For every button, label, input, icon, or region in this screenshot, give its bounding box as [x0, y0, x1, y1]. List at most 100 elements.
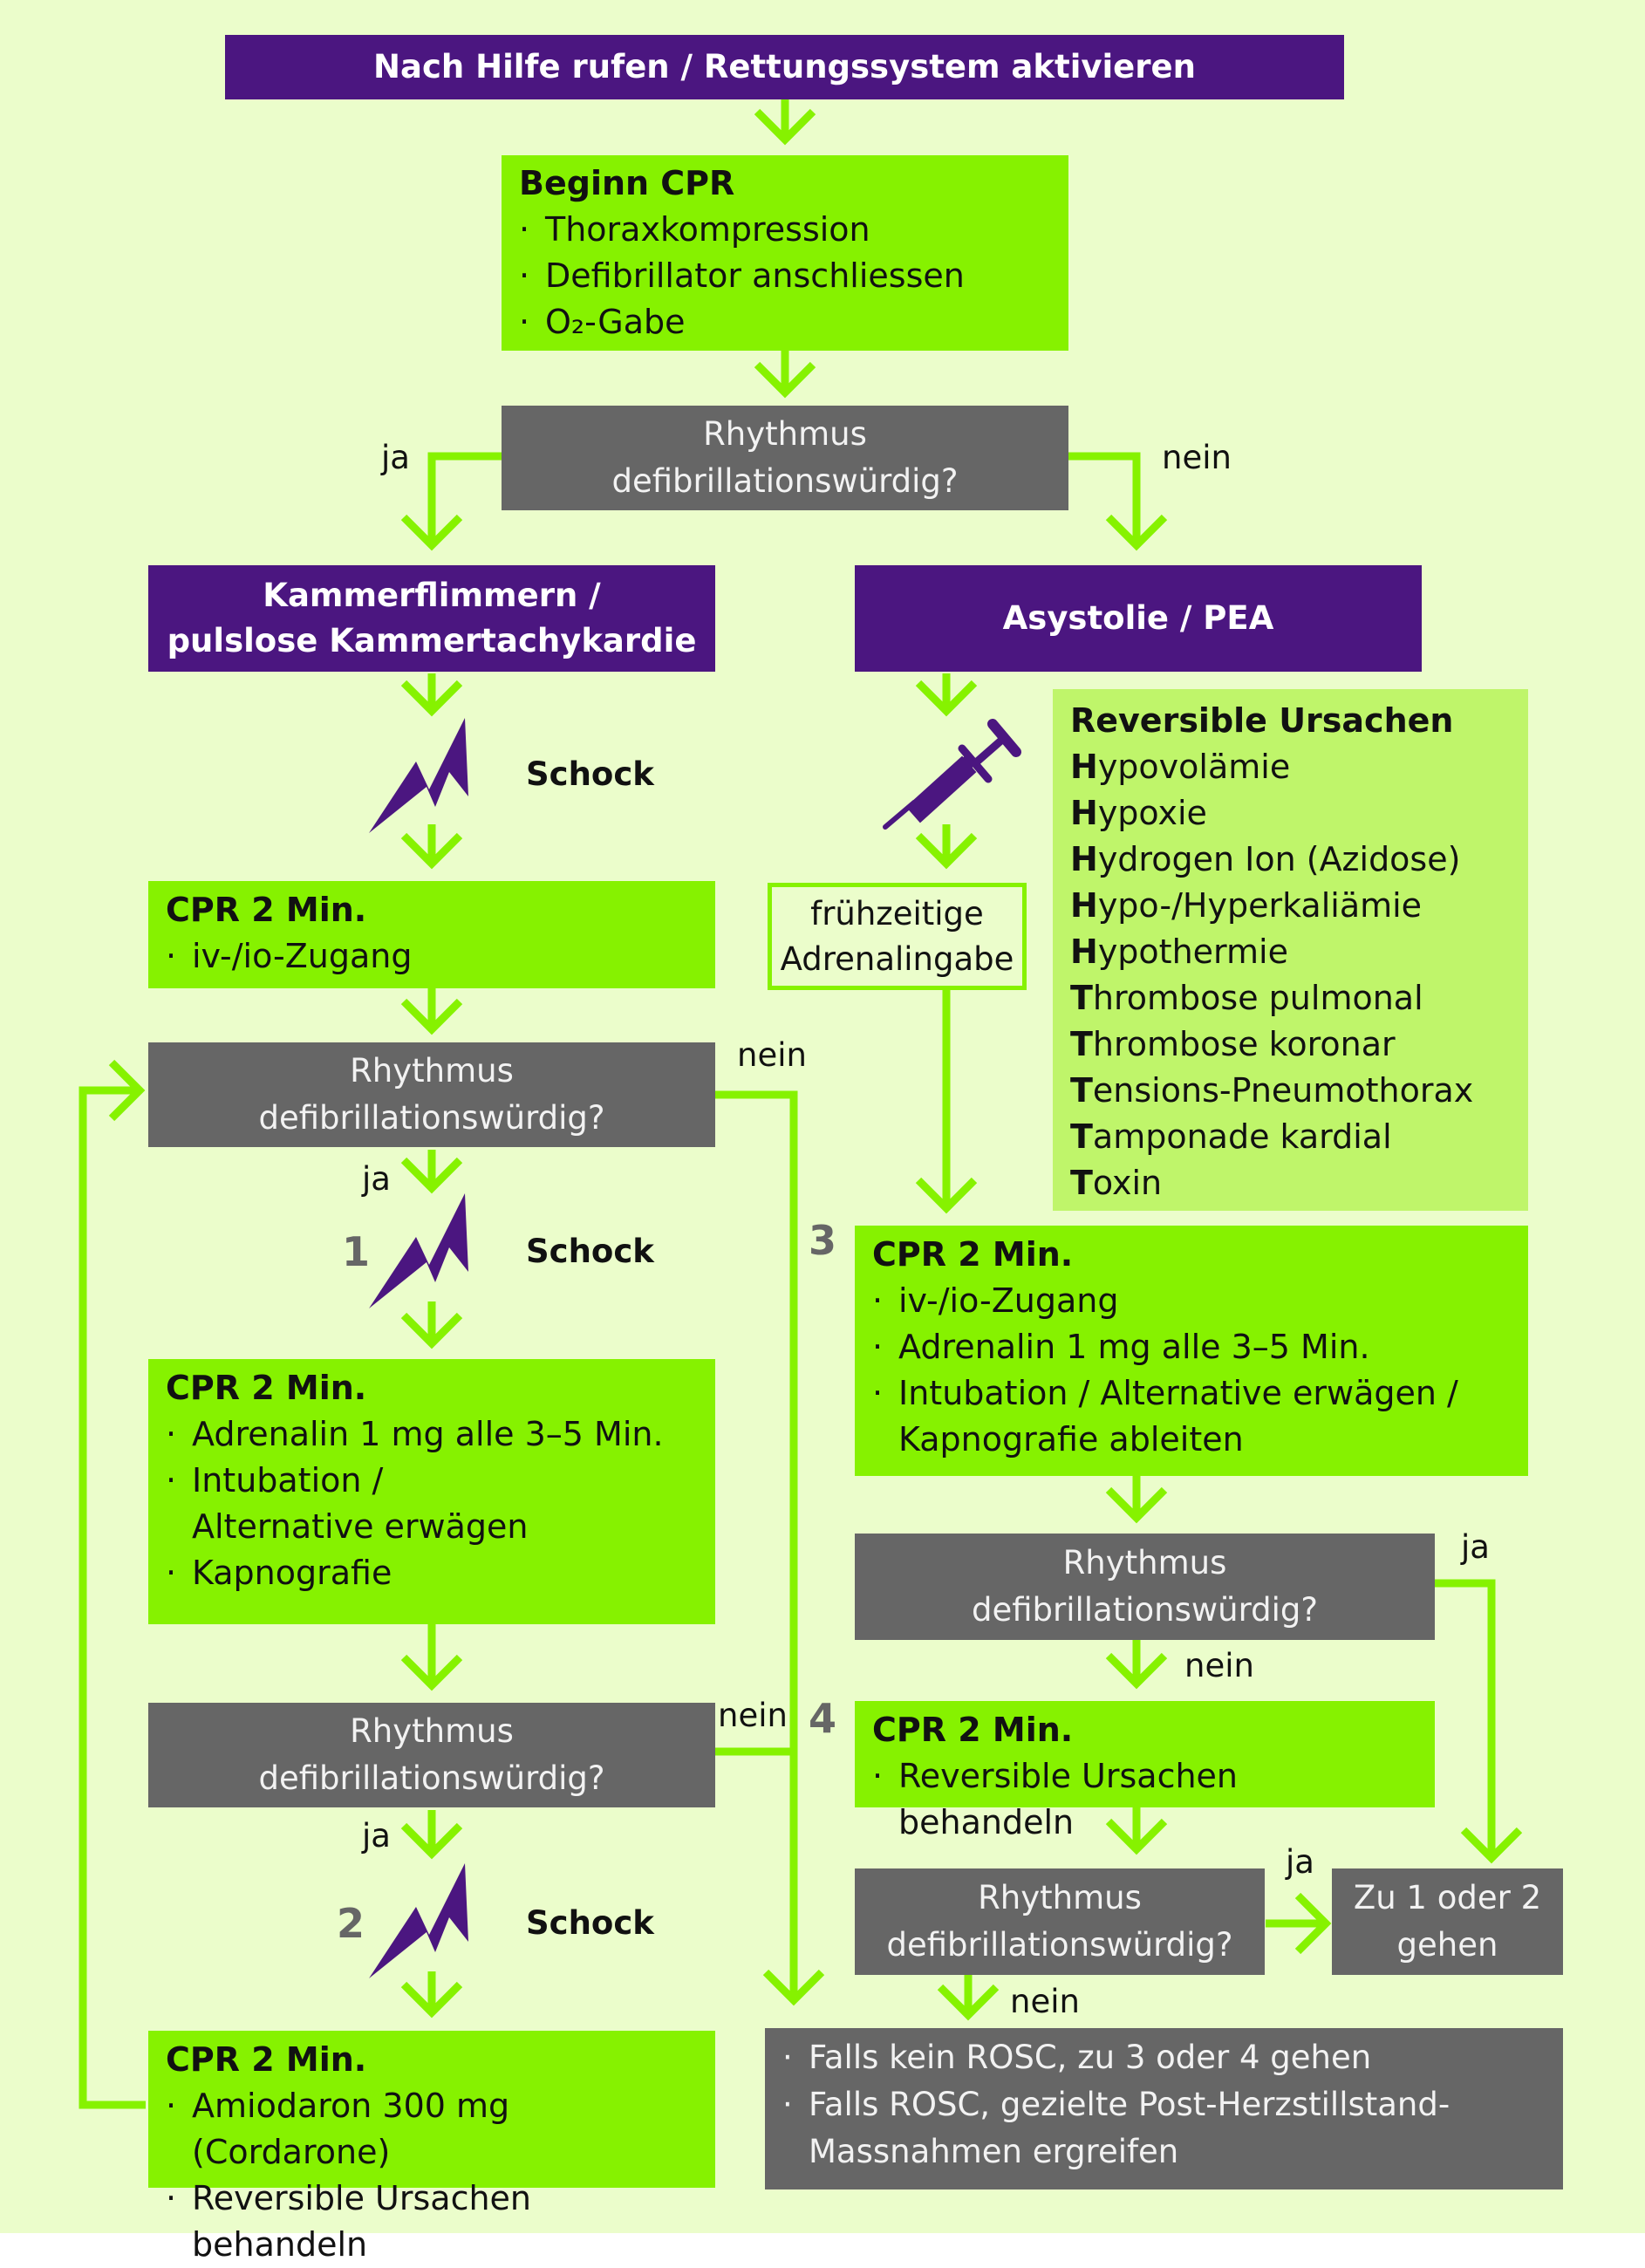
vf-header-line1: Kammerflimmern /	[263, 577, 601, 614]
adrenalin-line2: Adrenalingabe	[780, 939, 1014, 978]
step-number-3: 3	[809, 1217, 837, 1264]
step-number-2: 2	[337, 1900, 365, 1947]
goto-line1: Zu 1 oder 2	[1353, 1879, 1542, 1916]
decision-no-label: nein	[718, 1697, 788, 1734]
cpr-title: CPR 2 Min.	[872, 1235, 1074, 1274]
step-number-1: 1	[342, 1228, 371, 1275]
cpr-title: CPR 2 Min.	[872, 1711, 1074, 1749]
decision-line2: defibrillationswürdig?	[886, 1926, 1233, 1964]
begin-cpr-box: Beginn CPR Thoraxkompression Defibrillat…	[502, 155, 1068, 351]
cpr-item: Intubation / Alternative erwägen	[166, 1458, 558, 1550]
arrow-cpr2-to-decision2	[400, 1624, 463, 1691]
arrow-decision1-ja	[400, 1150, 463, 1194]
cpr-title: CPR 2 Min.	[166, 1369, 367, 1407]
goto-line2: gehen	[1396, 1926, 1498, 1964]
adrenalin-line1: frühzeitige	[810, 894, 984, 932]
decision-line2: defibrillationswürdig?	[611, 462, 959, 500]
reversible-title: Reversible Ursachen	[1070, 701, 1454, 740]
begin-cpr-item: Thoraxkompression	[519, 207, 1051, 253]
step-number-4: 4	[809, 1695, 837, 1742]
decision-yes-label: ja	[362, 1160, 391, 1198]
cpr-item: Kapnografie	[166, 1550, 698, 1596]
lightning-icon	[369, 1863, 468, 1978]
reversible-cause: Tamponade kardial	[1070, 1117, 1392, 1156]
shock-label: Schock	[526, 1233, 654, 1270]
right-cpr-box-4: CPR 2 Min. Reversible Ursachen behandeln	[855, 1701, 1435, 1841]
cpr-title: CPR 2 Min.	[166, 891, 367, 929]
decision-line1: Rhythmus	[350, 1052, 514, 1090]
goto-1-or-2-box: Zu 1 oder 2 gehen	[1332, 1868, 1563, 1975]
call-help-title: Nach Hilfe rufen / Rettungssystem aktivi…	[373, 48, 1196, 85]
arrow-decision2-ja	[400, 1810, 463, 1860]
arrow-shock3-to-cpr3	[400, 1971, 463, 2019]
cpr-item: iv-/io-Zugang	[166, 933, 698, 980]
decision-line1: Rhythmus	[978, 1879, 1142, 1916]
arrow-decision4-nein	[937, 1973, 1000, 2021]
reversible-cause: Hypoxie	[1070, 794, 1207, 832]
decision-line2: defibrillationswürdig?	[258, 1759, 605, 1797]
cpr-item: Adrenalin 1 mg alle 3–5 Min.	[166, 1411, 698, 1458]
reversible-cause: Hypovolämie	[1070, 748, 1291, 786]
arrow-asystolie-to-syringe	[915, 673, 978, 717]
vf-header-line2: pulslose Kammertachykardie	[167, 622, 697, 659]
right-rhythm-decision-4: Rhythmus defibrillationswürdig?	[855, 1868, 1265, 1975]
decision-line2: defibrillationswürdig?	[971, 1591, 1319, 1629]
reversible-cause: Toxin	[1070, 1164, 1163, 1202]
decision-yes-label: ja	[1461, 1528, 1490, 1566]
arrow-adrenalin-to-cpr3	[915, 990, 978, 1214]
vf-pvt-header: Kammerflimmern / pulslose Kammertachykar…	[148, 565, 715, 672]
arrow-loop-back	[78, 1059, 146, 2109]
arrow-left-nein-to-final	[715, 1090, 825, 2006]
begin-cpr-title: Beginn CPR	[519, 164, 735, 202]
arrow-cpr1-to-decision1	[400, 988, 463, 1035]
cpr-item: Amiodaron 300 mg (Cordarone)	[166, 2083, 698, 2176]
cpr-title: CPR 2 Min.	[166, 2040, 367, 2079]
cpr-item: Reversible Ursachen behandeln	[166, 2176, 698, 2268]
left-rhythm-decision-1: Rhythmus defibrillationswürdig?	[148, 1042, 715, 1147]
arrow-begin-to-decision	[754, 351, 816, 399]
main-decision-no-label: nein	[1162, 439, 1232, 476]
arrow-decision4-ja	[1266, 1892, 1332, 1955]
call-help-box: Nach Hilfe rufen / Rettungssystem aktivi…	[225, 35, 1344, 99]
begin-cpr-item: Defibrillator anschliessen	[519, 253, 1051, 299]
decision-no-label: nein	[1010, 1983, 1080, 2020]
arrow-decision3-nein	[1105, 1640, 1168, 1690]
left-cpr-box-3: CPR 2 Min. Amiodaron 300 mg (Cordarone) …	[148, 2031, 715, 2264]
main-decision-yes-label: ja	[381, 439, 410, 476]
shock-label: Schock	[526, 1904, 654, 1942]
right-rhythm-decision-3: Rhythmus defibrillationswürdig?	[855, 1534, 1435, 1640]
decision-yes-label: ja	[1286, 1843, 1314, 1881]
cpr-item: Adrenalin 1 mg alle 3–5 Min.	[872, 1324, 1511, 1370]
arrow-cpr3-to-decision3	[1105, 1476, 1168, 1524]
reversible-cause: Hypo-/Hyperkaliämie	[1070, 886, 1423, 925]
early-adrenalin-box: frühzeitige Adrenalingabe	[768, 883, 1027, 990]
cpr-item: Reversible Ursachen behandeln	[872, 1753, 1417, 1846]
arrow-ja-to-kammer	[400, 452, 502, 551]
arrow-kammer-to-shock1	[400, 673, 463, 717]
lightning-icon	[369, 718, 468, 833]
reversible-cause: Thrombose pulmonal	[1070, 979, 1423, 1017]
reversible-causes-box: Reversible Ursachen Hypovolämie Hypoxie …	[1053, 689, 1528, 1211]
decision-line1: Rhythmus	[703, 415, 867, 453]
arrow-top-to-begin	[754, 98, 816, 146]
reversible-cause: Thrombose koronar	[1070, 1025, 1396, 1063]
decision-no-label: nein	[737, 1036, 807, 1074]
left-cpr-box-1: CPR 2 Min. iv-/io-Zugang	[148, 881, 715, 988]
reversible-cause: Hydrogen Ion (Azidose)	[1070, 840, 1461, 878]
asystole-pea-header: Asystolie / PEA	[855, 565, 1422, 672]
decision-line2: defibrillationswürdig?	[258, 1099, 605, 1137]
cpr-item: iv-/io-Zugang	[872, 1278, 1511, 1324]
decision-line1: Rhythmus	[1062, 1544, 1227, 1581]
final-item: Falls kein ROSC, zu 3 oder 4 gehen	[782, 2034, 1546, 2081]
cpr-item: Intubation / Alternative erwägen / Kapno…	[872, 1370, 1500, 1463]
final-item: Falls ROSC, gezielte Post-Herzstillstand…	[782, 2081, 1506, 2176]
arrow-shock2-to-cpr2	[400, 1301, 463, 1349]
final-instructions-box: Falls kein ROSC, zu 3 oder 4 gehen Falls…	[765, 2028, 1563, 2189]
syringe-icon	[883, 719, 1021, 830]
arrow-decision3-ja	[1435, 1579, 1523, 1864]
arrow-syringe-to-adrenalin	[915, 824, 978, 870]
decision-yes-label: ja	[362, 1817, 391, 1855]
decision-line1: Rhythmus	[350, 1712, 514, 1750]
